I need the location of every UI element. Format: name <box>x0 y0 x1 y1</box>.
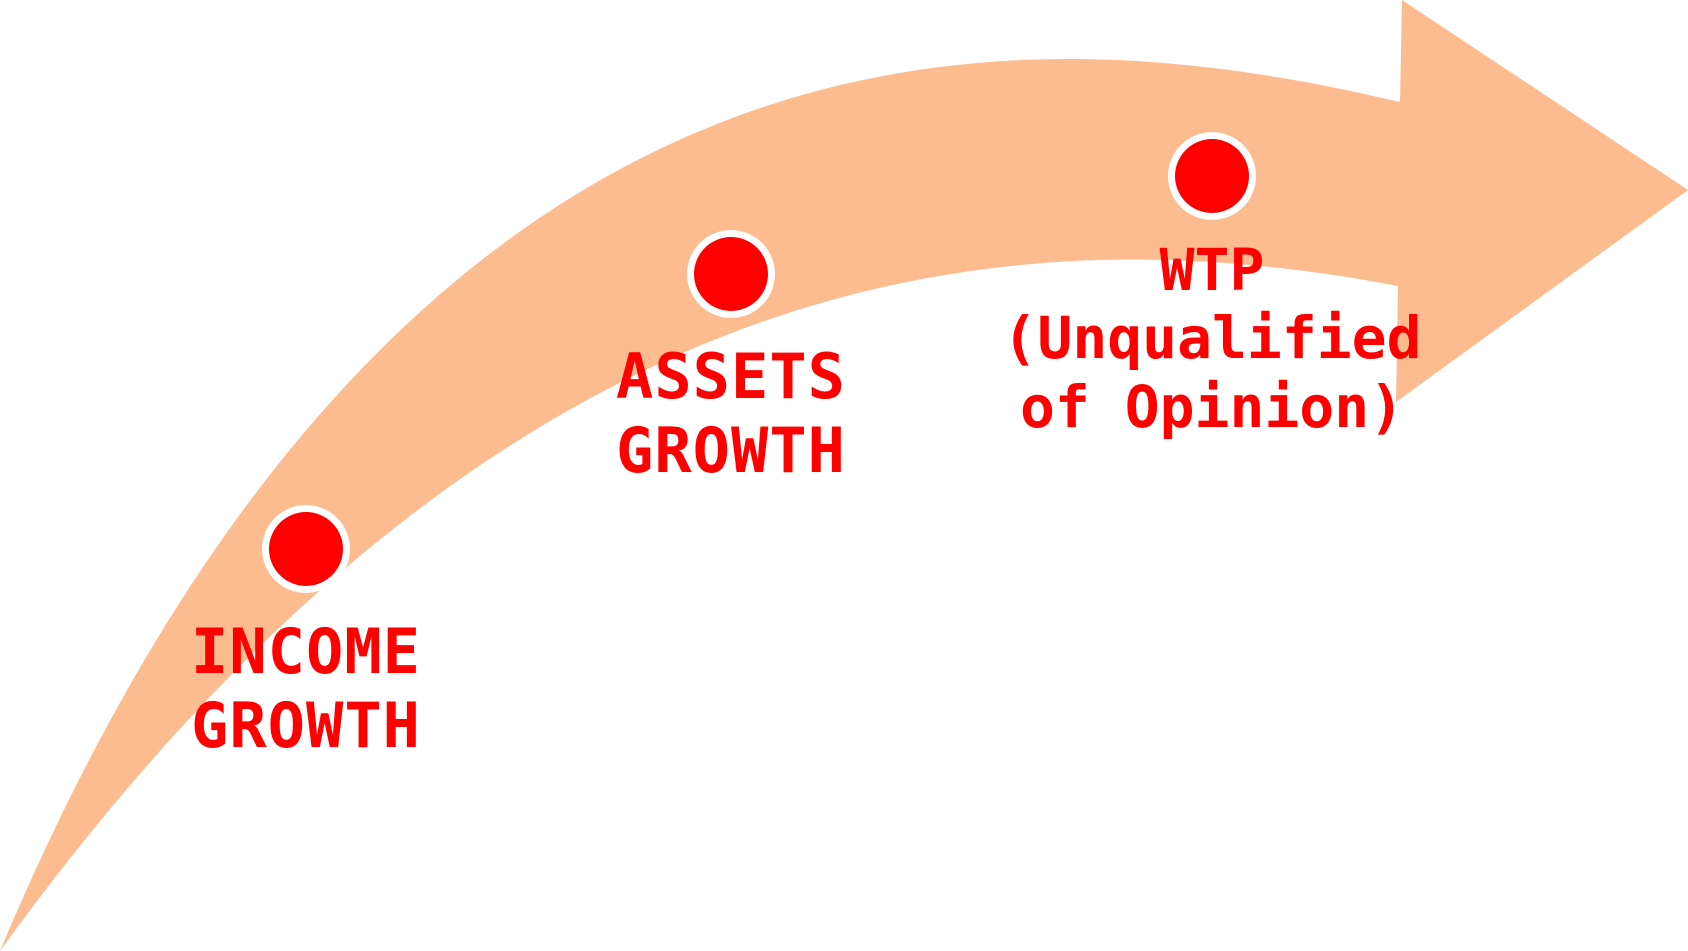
marker-assets-growth <box>687 230 775 318</box>
marker-income-growth <box>262 505 350 593</box>
label-line: INCOME <box>191 615 421 688</box>
label-line: GROWTH <box>191 689 421 763</box>
label-line: WTP <box>1159 236 1265 304</box>
label-line: (Unqualified <box>1002 304 1422 373</box>
label-line: ASSETS <box>616 340 846 413</box>
label-line: GROWTH <box>616 414 846 488</box>
marker-dot <box>269 512 343 586</box>
wtp-label: WTP (Unqualified of Opinion) <box>1002 236 1421 441</box>
marker-dot <box>694 237 768 311</box>
assets-growth-label: ASSETS GROWTH <box>616 340 846 489</box>
label-line: of Opinion) <box>1019 372 1405 441</box>
income-growth-label: INCOME GROWTH <box>191 615 421 764</box>
marker-wtp <box>1168 132 1256 220</box>
marker-dot <box>1175 139 1249 213</box>
